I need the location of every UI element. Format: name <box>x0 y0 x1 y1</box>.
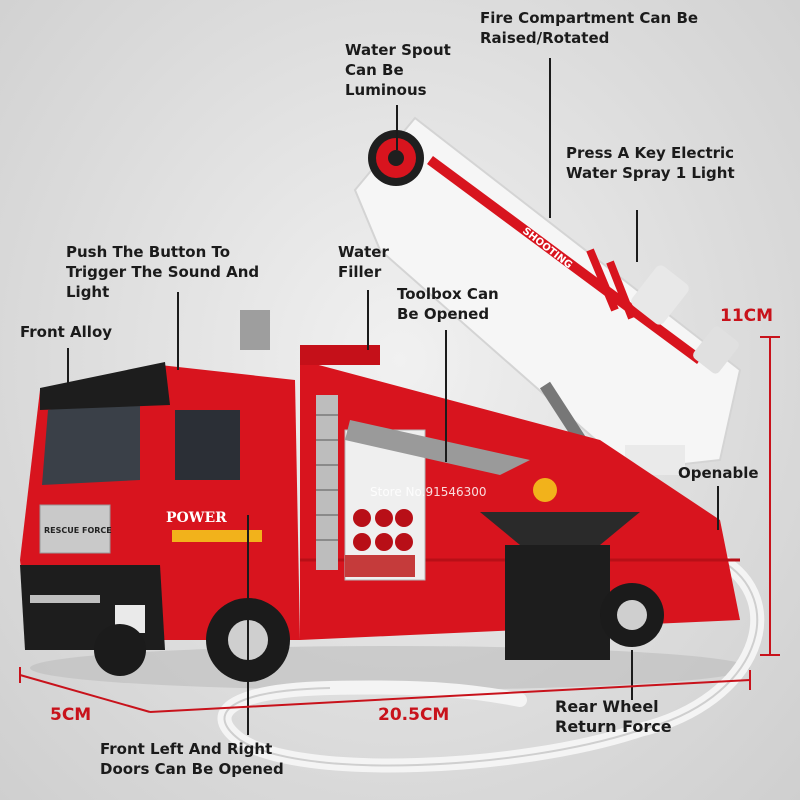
water-cannon: SHOOTING <box>353 116 742 472</box>
label-rear-wheel: Rear Wheel Return Force <box>555 697 672 736</box>
label-water-filler: Water Filler <box>338 243 389 281</box>
label-front-alloy: Front Alloy <box>20 323 113 341</box>
label-press-key: Press A Key Electric Water Spray 1 Light <box>566 144 735 182</box>
rescue-force-plate: RESCUE FORCE <box>44 526 112 535</box>
dimension-lines <box>19 336 780 713</box>
dimension-height: 11CM <box>720 306 774 326</box>
dimension-length: 20.5CM <box>378 705 450 725</box>
power-decal: POWER <box>166 510 227 526</box>
store-watermark: Store No.91546300 <box>370 485 487 499</box>
label-fire-compartment: Fire Compartment Can Be Raised/Rotated <box>480 9 699 47</box>
label-toolbox: Toolbox Can Be Opened <box>397 285 499 323</box>
dimension-width: 5CM <box>50 705 92 725</box>
truck-body: RESCUE FORCE POWER <box>20 310 740 682</box>
callout-lines <box>67 58 719 735</box>
label-water-spout: Water Spout Can Be Luminous <box>345 41 451 99</box>
label-front-doors: Front Left And Right Doors Can Be Opened <box>100 740 284 778</box>
label-push-button: Push The Button To Trigger The Sound And… <box>66 243 260 301</box>
label-openable: Openable <box>678 464 759 482</box>
